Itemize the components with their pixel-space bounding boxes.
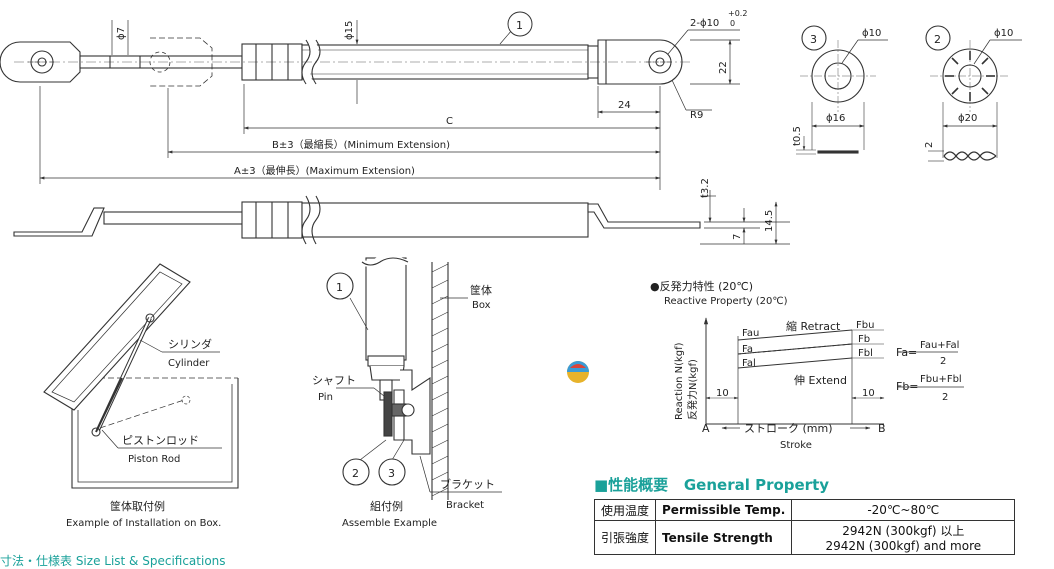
dim-24: 24 xyxy=(618,100,631,111)
callout-3a: 3 xyxy=(810,33,817,46)
washer-3 xyxy=(796,39,888,155)
dim-hole: 2-ϕ10 xyxy=(690,18,719,29)
dim-t105: t0.5 xyxy=(792,126,803,146)
callout-3-circle xyxy=(801,25,827,51)
formula-fb-num: Fbu+Fbl xyxy=(920,374,962,385)
table-row: 引張強度 Tensile Strength 2942N (300kgf) 以上 … xyxy=(593,520,1016,555)
top-view-labels: ϕ7 ϕ15 2-ϕ10 +0.2 0 22 24 R9 C B±3（最縮長）(… xyxy=(116,9,747,177)
row-value: -20℃~80℃ xyxy=(791,499,1016,521)
label-extend: 伸 Extend xyxy=(794,374,847,387)
label-fb: Fb xyxy=(858,334,870,345)
dim-hole-tol-upper: +0.2 xyxy=(728,9,747,18)
cylinder-label-en: Cylinder xyxy=(168,358,210,369)
logo-icon xyxy=(567,361,589,383)
row-jp: 引張強度 xyxy=(593,520,657,555)
dim-hole-tol-lower: 0 xyxy=(730,19,735,28)
label-fbl: Fbl xyxy=(858,348,873,359)
row-value-line1: 2942N (300kgf) 以上 xyxy=(842,524,965,538)
callout-2b: 2 xyxy=(352,467,359,480)
heading-en: General Property xyxy=(683,476,830,494)
label-retract: 縮 Retract xyxy=(786,319,841,333)
piston-rod-label-en: Piston Rod xyxy=(128,454,180,465)
reactive-graph xyxy=(703,317,964,430)
dim-phi16: ϕ16 xyxy=(826,113,845,124)
dim-phi20: ϕ20 xyxy=(958,113,977,124)
dim-7: 7 xyxy=(732,234,743,240)
label-stroke-jp: ストローク (mm) xyxy=(744,422,833,435)
label-ten-right: 10 xyxy=(862,388,875,399)
dim-a: A±3（最伸長）(Maximum Extension) xyxy=(234,165,415,177)
label-b: B xyxy=(878,422,886,435)
dim-b: B±3（最縮長）(Minimum Extension) xyxy=(272,138,450,151)
row-value-line2: 2942N (300kgf) and more xyxy=(825,539,982,553)
section-footer: 寸法・仕様表 Size List & Specifications xyxy=(0,554,226,568)
gas-spring-side-view xyxy=(13,195,701,245)
pin-label-jp: シャフト xyxy=(312,374,356,387)
bracket-label-jp: ブラケット xyxy=(440,477,495,491)
callout-1b: 1 xyxy=(336,281,343,294)
box-label-en: Box xyxy=(472,300,491,311)
assemble-caption-jp: 組付例 xyxy=(370,499,403,513)
formula-fa-num: Fau+Fal xyxy=(920,340,959,351)
dim-2: 2 xyxy=(924,142,935,148)
box-install-caption-en: Example of Installation on Box. xyxy=(66,518,221,529)
dim-r9: R9 xyxy=(690,110,703,121)
box-installation-drawing xyxy=(43,263,239,489)
washer-2 xyxy=(928,39,1022,162)
formula-fb-lhs: Fb= xyxy=(896,380,919,393)
dim-c: C xyxy=(446,116,453,127)
reactive-title-en: Reactive Property (20℃) xyxy=(664,296,788,307)
gas-spring-top-view xyxy=(0,37,690,87)
general-property-heading: ■性能概要 General Property xyxy=(594,474,829,495)
reactive-title-jp: ●反発力特性 (20℃) xyxy=(650,279,753,293)
row-value: 2942N (300kgf) 以上 2942N (300kgf) and mor… xyxy=(791,520,1016,555)
top-view-dimensions xyxy=(39,20,740,190)
label-ten-left: 10 xyxy=(716,388,729,399)
pin-label-en: Pin xyxy=(318,392,333,403)
assemble-caption-en: Assemble Example xyxy=(342,518,437,529)
row-en: Permissible Temp. xyxy=(655,499,793,521)
label-a: A xyxy=(702,422,710,435)
heading-jp: ■性能概要 xyxy=(594,476,669,494)
formula-fb-den: 2 xyxy=(942,392,948,403)
table-row: 使用温度 Permissible Temp. -20℃~80℃ xyxy=(593,499,1016,521)
dim-145: 14.5 xyxy=(764,210,775,232)
label-fau: Fau xyxy=(742,328,759,339)
callout-1: 1 xyxy=(516,19,523,32)
formula-fa-lhs: Fa= xyxy=(896,346,917,359)
callout-2a: 2 xyxy=(934,33,941,46)
dim-phi15: ϕ15 xyxy=(344,21,355,40)
assemble-example-drawing xyxy=(336,254,502,500)
dim-phi10-b: ϕ10 xyxy=(994,28,1013,39)
dim-t32: t3.2 xyxy=(700,178,711,198)
general-property-table: 使用温度 Permissible Temp. -20℃~80℃ 引張強度 Ten… xyxy=(593,499,1016,555)
label-fbu: Fbu xyxy=(856,320,874,331)
dim-22: 22 xyxy=(718,61,729,74)
callout-3b-circle xyxy=(378,458,406,486)
callout-3b: 3 xyxy=(388,467,395,480)
box-label-jp: 筐体 xyxy=(470,283,492,297)
reactive-ylabel-jp: 反発力N(kgf) xyxy=(686,359,699,420)
bracket-label-en: Bracket xyxy=(446,500,484,511)
callout-2-circle xyxy=(925,25,951,51)
label-stroke-en: Stroke xyxy=(780,440,812,451)
piston-rod-label-jp: ピストンロッド xyxy=(122,434,199,447)
reactive-ylabel-en: Reaction N(kgf) xyxy=(674,342,685,420)
row-en: Tensile Strength xyxy=(655,520,793,555)
label-fa: Fa xyxy=(742,344,753,355)
cylinder-label-jp: シリンダ xyxy=(168,337,212,351)
side-view-dimensions xyxy=(700,190,790,245)
label-fal: Fal xyxy=(742,358,756,369)
dim-phi7: ϕ7 xyxy=(116,27,127,40)
box-install-caption-jp: 筐体取付例 xyxy=(110,499,165,513)
callout-1b-circle xyxy=(326,272,354,300)
dim-phi10-a: ϕ10 xyxy=(862,28,881,39)
row-jp: 使用温度 xyxy=(593,499,657,521)
callout-2b-circle xyxy=(342,458,370,486)
formula-fa-den: 2 xyxy=(940,356,946,367)
